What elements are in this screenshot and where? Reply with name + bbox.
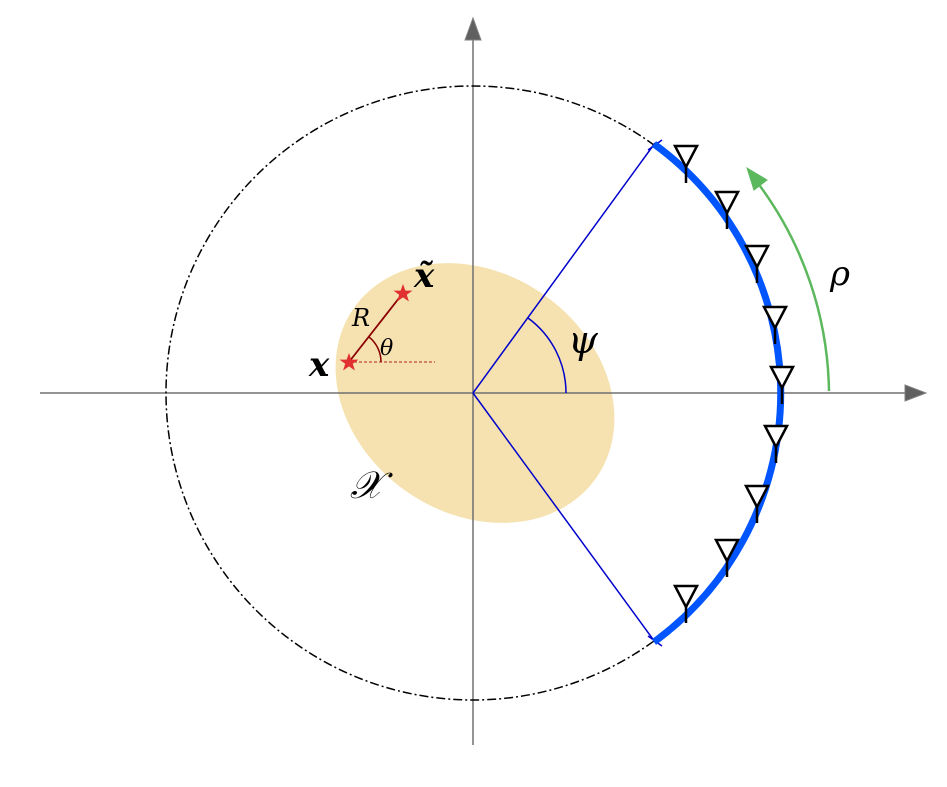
antenna-icon [743, 484, 771, 523]
antenna-icon [761, 305, 789, 344]
label-psi: ψ [568, 318, 599, 362]
y-axis-arrowhead-icon [464, 16, 482, 41]
antenna-icon [768, 365, 796, 404]
antenna-icon [672, 144, 700, 183]
theta-angle-arc [368, 336, 382, 363]
antenna-icon [762, 424, 790, 463]
label-rho: ρ [829, 254, 850, 294]
star-x-tilde-icon [393, 284, 413, 302]
antenna-array [672, 144, 796, 623]
star-x-icon [339, 353, 359, 371]
antenna-icon [713, 538, 741, 577]
array-arc [651, 141, 785, 645]
vector-r [348, 292, 404, 363]
antenna-icon [743, 244, 771, 283]
rho-arrow [758, 185, 831, 392]
psi-angle-arc [527, 317, 567, 394]
x-axis-arrowhead-icon [904, 384, 928, 402]
label-theta: θ [380, 336, 393, 361]
rho-arrowhead-icon [746, 166, 768, 191]
label-r: R [351, 304, 370, 332]
label-x: x [308, 345, 330, 385]
antenna-icon [713, 190, 741, 229]
antenna-icon [672, 584, 700, 623]
label-x-tilde: x̃ [413, 256, 435, 296]
